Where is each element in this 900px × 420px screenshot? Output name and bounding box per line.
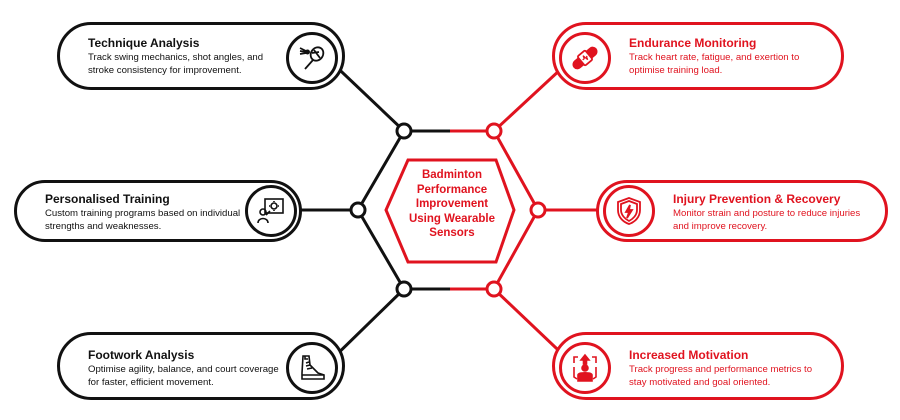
node-title: Footwork Analysis — [88, 348, 195, 362]
sneaker-icon — [286, 342, 338, 394]
progress-person-icon — [559, 342, 611, 394]
junction-dot-top-right — [485, 122, 503, 140]
node-footwork-analysis: Footwork Analysis Optimise agility, bala… — [57, 332, 345, 400]
node-description: Custom training programs based on indivi… — [45, 208, 241, 232]
node-title: Increased Motivation — [629, 348, 749, 362]
junction-dot-bottom-left — [395, 280, 413, 298]
center-title: Badminton Performance Improvement Using … — [408, 169, 496, 239]
node-title: Technique Analysis — [88, 36, 200, 50]
node-description: Track swing mechanics, shot angles, and … — [88, 52, 264, 76]
junction-dot-left — [349, 201, 367, 219]
node-personalised-training: Personalised Training Custom training pr… — [14, 180, 302, 242]
node-technique-analysis: Technique Analysis Track swing mechanics… — [57, 22, 345, 90]
junction-dot-bottom-right — [485, 280, 503, 298]
node-title: Injury Prevention & Recovery — [673, 192, 841, 206]
node-endurance-monitoring: Endurance Monitoring Track heart rate, f… — [552, 22, 844, 90]
shield-bolt-icon — [603, 185, 655, 237]
node-description: Monitor strain and posture to reduce inj… — [673, 208, 861, 232]
wristband-icon — [559, 32, 611, 84]
node-increased-motivation: Increased Motivation Track progress and … — [552, 332, 844, 400]
node-description: Optimise agility, balance, and court cov… — [88, 364, 279, 388]
junction-dot-right — [529, 201, 547, 219]
node-title: Endurance Monitoring — [629, 36, 757, 50]
node-injury-prevention: Injury Prevention & Recovery Monitor str… — [596, 180, 888, 242]
trainer-gear-icon — [245, 185, 297, 237]
racket-shuttlecock-icon — [286, 32, 338, 84]
junction-dot-top-left — [395, 122, 413, 140]
node-description: Track heart rate, fatigue, and exertion … — [629, 52, 800, 76]
inner-hexagon — [384, 158, 516, 264]
node-description: Track progress and performance metrics t… — [629, 364, 813, 388]
node-title: Personalised Training — [45, 192, 170, 206]
